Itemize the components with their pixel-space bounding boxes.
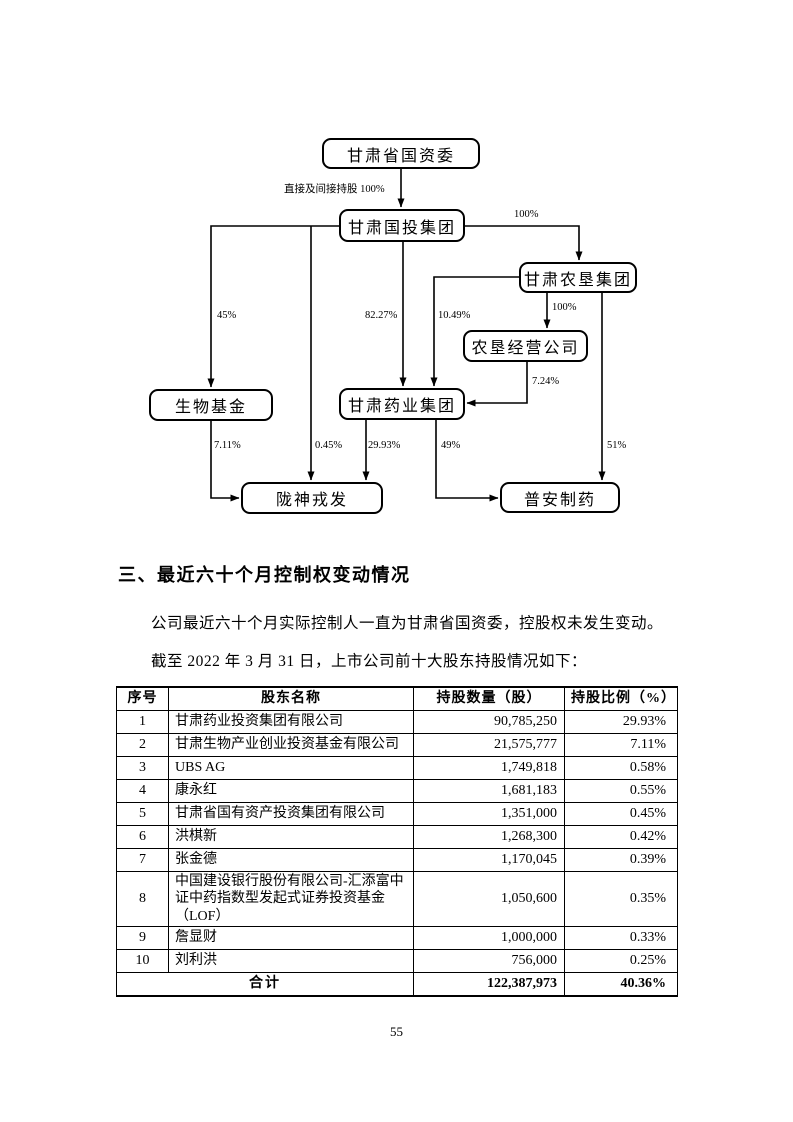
section-heading: 三、最近六十个月控制权变动情况 [118,565,411,585]
cell-index: 1 [116,709,169,734]
cell-shares: 1,681,183 [413,778,565,803]
cell-shares: 756,000 [413,949,565,973]
node-nongken-operating: 农垦经营公司 [463,330,588,362]
cell-shares: 1,351,000 [413,801,565,826]
header-index: 序号 [116,686,169,711]
cell-total-label: 合计 [116,972,414,996]
cell-total-shares: 122,387,973 [413,972,565,996]
edge-label-nongken-pharma: 10.49% [437,310,472,321]
node-puan-pharma: 普安制药 [500,482,620,513]
edge-label-nongken-operating: 100% [551,302,578,313]
node-guotou-group: 甘肃国投集团 [339,209,465,242]
cell-ratio: 0.45% [564,801,678,826]
paragraph-control-change: 公司最近六十个月实际控制人一直为甘肃省国资委，控股权未发生变动。 [151,615,664,632]
cell-index: 8 [116,870,169,927]
diagram-lines [207,169,606,502]
edge-label-guotou-bio: 45% [216,310,238,321]
ownership-structure-diagram: 甘肃省国资委 甘肃国投集团 甘肃农垦集团 农垦经营公司 生物基金 甘肃药业集团 … [0,0,793,545]
table-header-row: 序号 股东名称 持股数量（股） 持股比例（%） [116,686,678,711]
edge-label-bio-longshen: 7.11% [213,440,242,451]
edge-label-nongken-puan: 51% [606,440,628,451]
node-longshen-rongfa: 陇神戎发 [241,482,383,514]
cell-ratio: 0.58% [564,755,678,780]
edge-label-guotou-nongken: 100% [513,209,540,220]
table-row: 2 甘肃生物产业创业投资基金有限公司 21,575,777 7.11% [116,732,678,757]
header-ratio: 持股比例（%） [564,686,678,711]
cell-shares: 1,268,300 [413,824,565,849]
node-label: 生物基金 [174,399,247,416]
cell-index: 5 [116,801,169,826]
node-label: 陇神戎发 [275,492,348,509]
cell-shareholder-name: 康永红 [168,778,414,803]
table-row: 6 洪棋新 1,268,300 0.42% [116,824,678,849]
table-row: 1 甘肃药业投资集团有限公司 90,785,250 29.93% [116,709,678,734]
cell-index: 3 [116,755,169,780]
cell-shares: 1,749,818 [413,755,565,780]
edge-label-pharma-longshen: 29.93% [367,440,402,451]
cell-shareholder-name: 甘肃生物产业创业投资基金有限公司 [168,732,414,757]
node-label: 甘肃省国资委 [346,147,455,165]
paragraph-table-intro: 截至 2022 年 3 月 31 日，上市公司前十大股东持股情况如下： [151,653,588,670]
cell-shareholder-name: 刘利洪 [168,949,414,973]
table-row: 4 康永红 1,681,183 0.55% [116,778,678,803]
header-shares: 持股数量（股） [413,686,565,711]
cell-index: 7 [116,847,169,872]
header-shareholder-name: 股东名称 [168,686,414,711]
node-nongken-group: 甘肃农垦集团 [519,262,637,293]
cell-index: 2 [116,732,169,757]
node-label: 普安制药 [523,491,596,509]
node-pharma-group: 甘肃药业集团 [339,388,465,420]
cell-ratio: 0.25% [564,949,678,973]
table-row: 8 中国建设银行股份有限公司-汇添富中证中药指数型发起式证券投资基金（LOF） … [116,870,678,927]
node-bio-fund: 生物基金 [149,389,273,421]
cell-ratio: 0.33% [564,926,678,950]
node-label: 甘肃农垦集团 [523,271,632,289]
cell-shares: 1,000,000 [413,926,565,950]
table-row: 10 刘利洪 756,000 0.25% [116,949,678,973]
cell-ratio: 29.93% [564,709,678,734]
table-row: 3 UBS AG 1,749,818 0.58% [116,755,678,780]
cell-index: 4 [116,778,169,803]
cell-shareholder-name: 甘肃省国有资产投资集团有限公司 [168,801,414,826]
cell-ratio: 0.39% [564,847,678,872]
cell-shareholder-name: 甘肃药业投资集团有限公司 [168,709,414,734]
node-label: 甘肃药业集团 [347,398,456,415]
cell-shareholder-name: 洪棋新 [168,824,414,849]
cell-shares: 1,170,045 [413,847,565,872]
cell-shareholder-name: 中国建设银行股份有限公司-汇添富中证中药指数型发起式证券投资基金（LOF） [168,870,414,927]
edge-label-guotou-longshen: 0.45% [314,440,344,451]
cell-shares: 1,050,600 [413,870,565,927]
cell-shares: 21,575,777 [413,732,565,757]
cell-ratio: 0.42% [564,824,678,849]
table-total-row: 合计 122,387,973 40.36% [116,972,678,996]
node-gansu-sasac: 甘肃省国资委 [322,138,480,169]
edge-label-pharma-puan: 49% [440,440,462,451]
cell-total-ratio: 40.36% [564,972,678,996]
top-shareholders-table: 序号 股东名称 持股数量（股） 持股比例（%） 1 甘肃药业投资集团有限公司 9… [116,686,678,997]
edge-label-direct-indirect: 直接及间接持股 100% [283,181,386,196]
edge-label-operating-pharma: 7.24% [531,376,561,387]
cell-index: 10 [116,949,169,973]
cell-shareholder-name: 詹显财 [168,926,414,950]
cell-shareholder-name: UBS AG [168,755,414,780]
table-row: 7 张金德 1,170,045 0.39% [116,847,678,872]
cell-shares: 90,785,250 [413,709,565,734]
page-number: 55 [390,1024,403,1039]
cell-ratio: 0.55% [564,778,678,803]
cell-ratio: 0.35% [564,870,678,927]
node-label: 甘肃国投集团 [347,219,456,237]
cell-ratio: 7.11% [564,732,678,757]
cell-index: 9 [116,926,169,950]
node-label: 农垦经营公司 [471,340,580,357]
cell-shareholder-name: 张金德 [168,847,414,872]
table-row: 5 甘肃省国有资产投资集团有限公司 1,351,000 0.45% [116,801,678,826]
cell-index: 6 [116,824,169,849]
table-row: 9 詹显财 1,000,000 0.33% [116,926,678,950]
edge-label-guotou-pharma: 82.27% [364,310,399,321]
